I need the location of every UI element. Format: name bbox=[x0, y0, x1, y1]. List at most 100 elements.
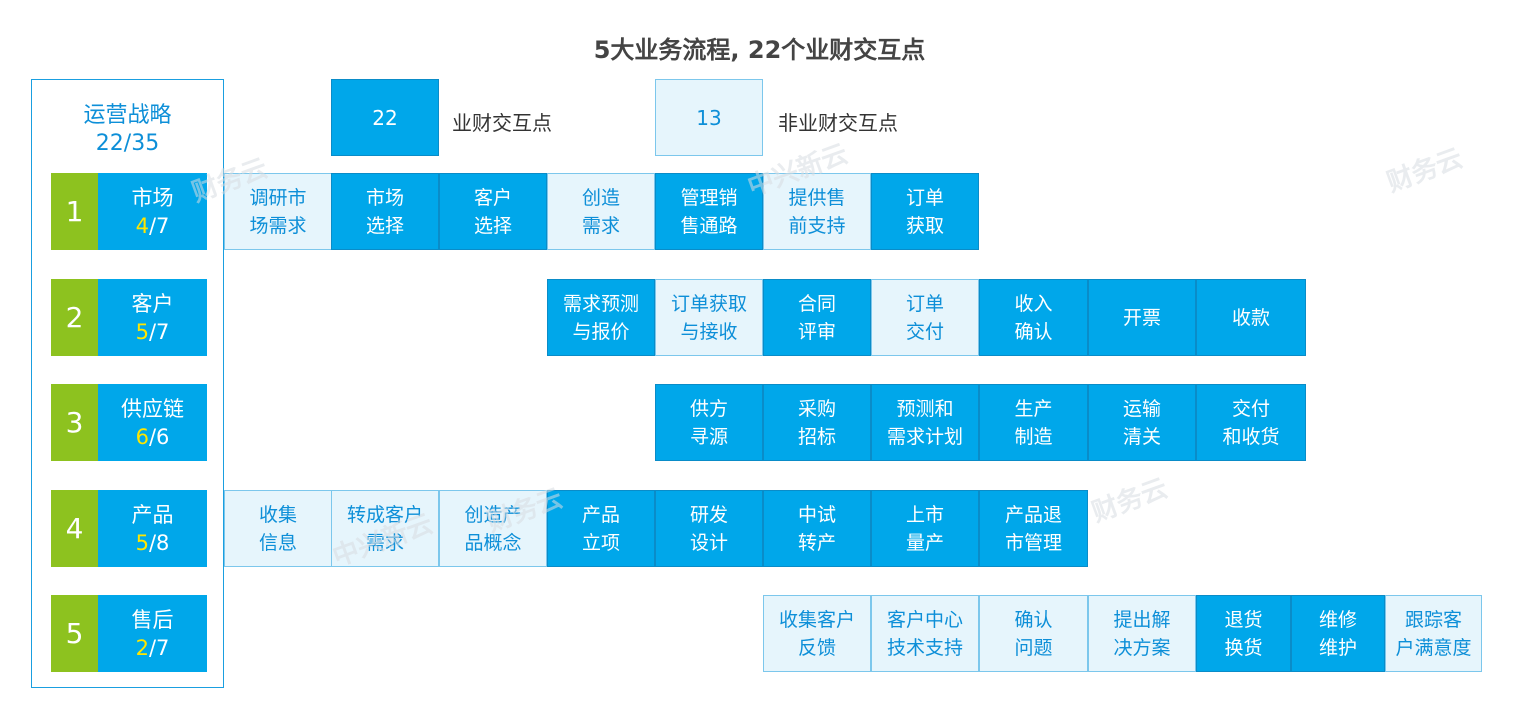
process-score-total: /6 bbox=[148, 424, 170, 449]
process-step-label: 生产 制造 bbox=[1014, 397, 1053, 448]
process-step: 产品退 市管理 bbox=[979, 490, 1088, 567]
process-step-label: 收款 bbox=[1231, 306, 1270, 329]
process-step: 订单 交付 bbox=[871, 279, 979, 356]
process-step: 收集客户 反馈 bbox=[763, 595, 871, 672]
strategy-header: 运营战略 22/35 bbox=[32, 102, 223, 158]
process-step: 收集 信息 bbox=[224, 490, 332, 567]
process-step-label: 市场 选择 bbox=[365, 186, 404, 237]
process-step: 客户 选择 bbox=[439, 173, 547, 250]
process-step-label: 中试 转产 bbox=[797, 503, 836, 554]
process-step: 上市 量产 bbox=[871, 490, 979, 567]
process-step: 调研市 场需求 bbox=[224, 173, 332, 250]
process-score-total: /8 bbox=[148, 530, 170, 555]
process-score-total: /7 bbox=[148, 213, 170, 238]
process-score-hit: 6 bbox=[135, 424, 149, 449]
process-step-label: 交付 和收货 bbox=[1222, 397, 1280, 448]
process-step-label: 维修 维护 bbox=[1318, 608, 1357, 659]
watermark-text: 财务云 bbox=[1088, 473, 1172, 529]
process-step: 管理销 售通路 bbox=[655, 173, 763, 250]
process-step-label: 收集 信息 bbox=[258, 503, 297, 554]
process-step: 退货 换货 bbox=[1196, 595, 1291, 672]
strategy-label: 运营战略 bbox=[83, 103, 172, 128]
process-step: 采购 招标 bbox=[763, 384, 871, 461]
process-step: 研发 设计 bbox=[655, 490, 763, 567]
process-number: 1 bbox=[51, 173, 98, 250]
process-step-label: 产品 立项 bbox=[581, 503, 620, 554]
process-score-total: /7 bbox=[148, 319, 170, 344]
process-step-label: 订单获取 与接收 bbox=[670, 292, 747, 343]
process-step-label: 提供售 前支持 bbox=[788, 186, 846, 237]
process-title: 市场 bbox=[131, 185, 174, 210]
process-step: 客户中心 技术支持 bbox=[871, 595, 979, 672]
process-step: 订单 获取 bbox=[871, 173, 979, 250]
legend-non-interaction-count: 13 bbox=[655, 79, 763, 156]
process-step: 市场 选择 bbox=[331, 173, 439, 250]
process-step: 开票 bbox=[1088, 279, 1196, 356]
process-score-hit: 5 bbox=[135, 530, 149, 555]
process-step-label: 产品退 市管理 bbox=[1004, 503, 1062, 554]
process-step: 收款 bbox=[1196, 279, 1306, 356]
process-title: 产品 bbox=[131, 502, 174, 527]
process-step: 创造产 品概念 bbox=[439, 490, 547, 567]
process-step-label: 收集客户 反馈 bbox=[778, 608, 855, 659]
diagram-title: 5大业务流程, 22个业财交互点 bbox=[593, 36, 926, 64]
process-step: 提出解 决方案 bbox=[1088, 595, 1196, 672]
process-title: 售后 bbox=[131, 607, 174, 632]
legend-interaction-count: 22 bbox=[331, 79, 439, 156]
process-step: 合同 评审 bbox=[763, 279, 871, 356]
process-step-label: 需求预测 与报价 bbox=[562, 292, 639, 343]
process-step: 生产 制造 bbox=[979, 384, 1088, 461]
process-score-total: /7 bbox=[148, 635, 170, 660]
process-step: 订单获取 与接收 bbox=[655, 279, 763, 356]
watermark-text: 财务云 bbox=[1383, 143, 1467, 199]
process-step: 跟踪客 户满意度 bbox=[1385, 595, 1482, 672]
process-step: 运输 清关 bbox=[1088, 384, 1196, 461]
process-step-label: 退货 换货 bbox=[1224, 608, 1263, 659]
process-title: 供应链 bbox=[121, 396, 184, 421]
process-step-label: 开票 bbox=[1122, 306, 1161, 329]
process-step-label: 订单 获取 bbox=[905, 186, 944, 237]
process-step-label: 提出解 决方案 bbox=[1113, 608, 1171, 659]
process-score-hit: 4 bbox=[135, 213, 149, 238]
process-step-label: 预测和 需求计划 bbox=[886, 397, 963, 448]
process-step-label: 采购 招标 bbox=[797, 397, 836, 448]
process-step: 需求预测 与报价 bbox=[547, 279, 655, 356]
legend-non-interaction-label: 非业财交互点 bbox=[778, 111, 898, 135]
process-score: 4/7 bbox=[136, 212, 170, 240]
process-step: 交付 和收货 bbox=[1196, 384, 1306, 461]
process-step-label: 合同 评审 bbox=[797, 292, 836, 343]
process-name: 客户 5/7 bbox=[98, 279, 207, 356]
process-number: 5 bbox=[51, 595, 98, 672]
process-step-label: 研发 设计 bbox=[689, 503, 728, 554]
process-step-label: 转成客户 需求 bbox=[346, 503, 423, 554]
process-step-label: 供方 寻源 bbox=[689, 397, 728, 448]
process-step-label: 调研市 场需求 bbox=[249, 186, 307, 237]
process-step: 转成客户 需求 bbox=[331, 490, 439, 567]
process-step-label: 确认 问题 bbox=[1014, 608, 1053, 659]
process-step-label: 上市 量产 bbox=[905, 503, 944, 554]
process-title: 客户 bbox=[131, 291, 174, 316]
process-number: 4 bbox=[51, 490, 98, 567]
process-step-label: 客户中心 技术支持 bbox=[886, 608, 963, 659]
process-label-4: 4 产品 5/8 bbox=[51, 490, 207, 567]
process-step-label: 客户 选择 bbox=[473, 186, 512, 237]
process-step: 维修 维护 bbox=[1291, 595, 1385, 672]
process-score-hit: 5 bbox=[135, 319, 149, 344]
process-step: 确认 问题 bbox=[979, 595, 1088, 672]
process-step: 供方 寻源 bbox=[655, 384, 763, 461]
process-step: 提供售 前支持 bbox=[763, 173, 871, 250]
process-step: 预测和 需求计划 bbox=[871, 384, 979, 461]
process-step: 收入 确认 bbox=[979, 279, 1088, 356]
process-step-label: 创造产 品概念 bbox=[464, 503, 522, 554]
process-name: 产品 5/8 bbox=[98, 490, 207, 567]
process-step-label: 运输 清关 bbox=[1122, 397, 1161, 448]
process-score: 6/6 bbox=[136, 423, 170, 451]
process-step-label: 收入 确认 bbox=[1014, 292, 1053, 343]
